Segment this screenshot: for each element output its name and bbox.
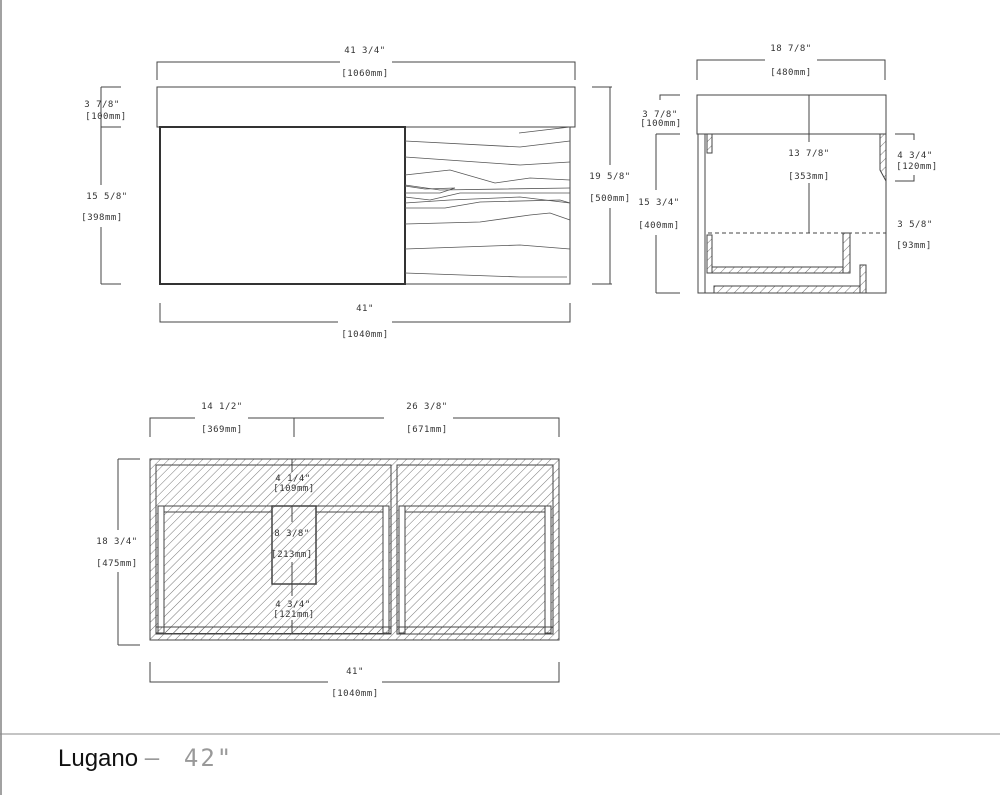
notch-depth-mm-label: [213mm] bbox=[271, 550, 312, 560]
side-depth-label: 18 7/8" bbox=[770, 44, 811, 54]
depth-label: 18 3/4" bbox=[96, 537, 137, 547]
back-panel bbox=[697, 133, 706, 294]
body-height-mm-label: [398mm] bbox=[81, 213, 122, 223]
overall-width-label: 41 3/4" bbox=[344, 46, 385, 56]
body-width-mm-label: [1040mm] bbox=[341, 330, 388, 340]
top-view: 4 1/4" [109mm] 8 3/8" [213mm] 4 3/4" [12… bbox=[96, 402, 560, 699]
drawer-height-label: 3 5/8" bbox=[897, 220, 933, 230]
right-width-mm-label: [671mm] bbox=[406, 425, 447, 435]
side-top-height-label: 3 7/8" bbox=[642, 110, 678, 120]
side-depth-mm-label: [480mm] bbox=[770, 68, 811, 78]
notch-top-label: 4 1/4" bbox=[275, 474, 311, 484]
upper-gap-mm-label: [120mm] bbox=[896, 162, 937, 172]
notch-bottom-mm-label: [121mm] bbox=[273, 610, 314, 620]
right-width-label: 26 3/8" bbox=[406, 402, 447, 412]
side-body-height-mm-label: [400mm] bbox=[638, 221, 679, 231]
width-mm-label: [1040mm] bbox=[331, 689, 378, 699]
side-countertop bbox=[696, 94, 887, 135]
total-height-mm-label: [500mm] bbox=[589, 194, 630, 204]
product-name: Lugano bbox=[58, 745, 139, 772]
left-side-rail bbox=[157, 505, 165, 634]
top-height-mm-label: [100mm] bbox=[85, 112, 126, 122]
side-top-height-mm-label: [100mm] bbox=[640, 119, 681, 129]
width-label: 41" bbox=[346, 667, 364, 677]
front-view: 41 3/4" [1060mm] 3 7/8" [100mm] 15 5/8" … bbox=[81, 46, 630, 340]
depth-mm-label: [475mm] bbox=[96, 559, 137, 569]
drawing-title: Lugano – 42" bbox=[58, 744, 233, 773]
left-width-mm-label: [369mm] bbox=[201, 425, 242, 435]
left-width-label: 14 1/2" bbox=[201, 402, 242, 412]
upper-gap-label: 4 3/4" bbox=[897, 151, 933, 161]
top-height-label: 3 7/8" bbox=[84, 100, 120, 110]
side-body-height-label: 15 3/4" bbox=[638, 198, 679, 208]
body-height-label: 15 5/8" bbox=[86, 192, 127, 202]
plumbing-notch bbox=[271, 505, 317, 585]
front-rail bbox=[879, 133, 887, 182]
drawer-bottom bbox=[711, 266, 844, 274]
drawer-height-mm-label: [93mm] bbox=[896, 241, 932, 251]
overall-width-mm-label: [1060mm] bbox=[341, 69, 388, 79]
side-view: 18 7/8" [480mm] 3 7/8" [100mm] 15 3/4" [… bbox=[638, 44, 937, 294]
total-height-label: 19 5/8" bbox=[589, 172, 630, 182]
inner-height-mm-label: [353mm] bbox=[788, 172, 829, 182]
notch-depth-label: 8 3/8" bbox=[274, 529, 310, 539]
door-panel bbox=[159, 126, 406, 285]
title-separator: – bbox=[144, 744, 160, 772]
wood-grain bbox=[404, 126, 571, 278]
body-width-label: 41" bbox=[356, 304, 374, 314]
countertop bbox=[156, 86, 576, 128]
inner-height-label: 13 7/8" bbox=[788, 149, 829, 159]
top-outer-frame bbox=[149, 458, 560, 641]
notch-top-mm-label: [109mm] bbox=[273, 484, 314, 494]
notch-bottom-label: 4 3/4" bbox=[275, 600, 311, 610]
cabinet-body bbox=[159, 126, 571, 285]
product-size: 42" bbox=[183, 744, 234, 772]
